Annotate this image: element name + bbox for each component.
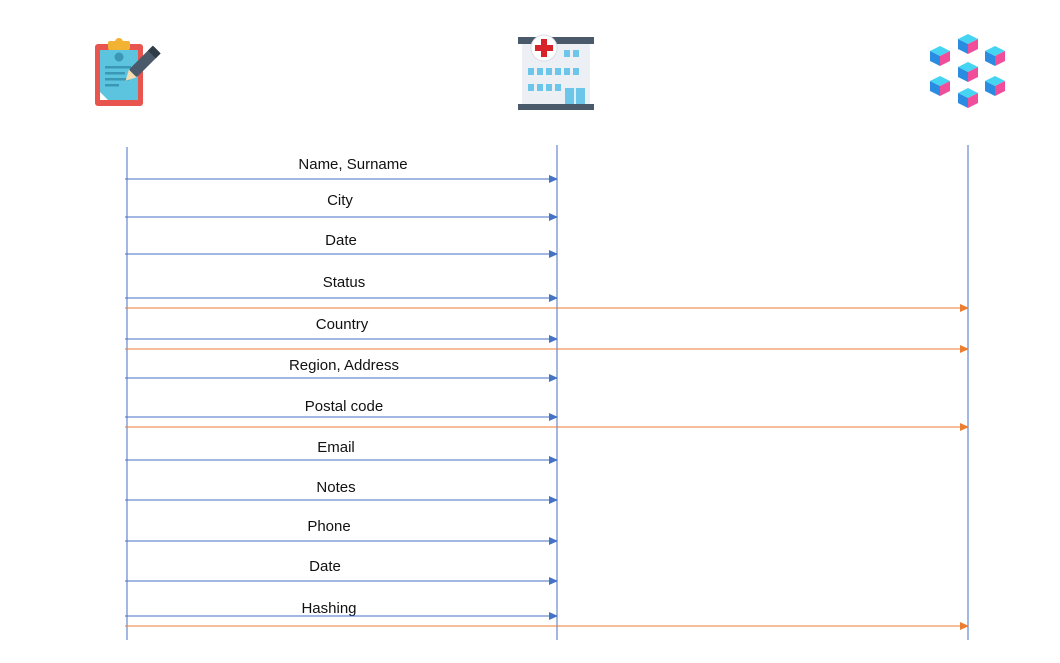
message-label: City <box>327 192 353 209</box>
message-label: Status <box>323 274 366 291</box>
message-label: Date <box>309 558 341 575</box>
message-label: Name, Surname <box>298 156 407 173</box>
message-label: Hashing <box>301 600 356 617</box>
hospital-building-icon <box>518 34 594 110</box>
message-label: Region, Address <box>289 357 399 374</box>
message-label: Email <box>317 439 355 456</box>
message-label: Postal code <box>305 398 383 415</box>
blockchain-cubes-icon <box>930 34 1005 108</box>
message-label: Notes <box>316 479 355 496</box>
message-label: Date <box>325 232 357 249</box>
message-list: Name, SurnameCityDateStatusCountryRegion… <box>125 156 969 630</box>
message-label: Country <box>316 316 369 333</box>
message-label: Phone <box>307 518 350 535</box>
clipboard-form-icon <box>95 38 161 106</box>
